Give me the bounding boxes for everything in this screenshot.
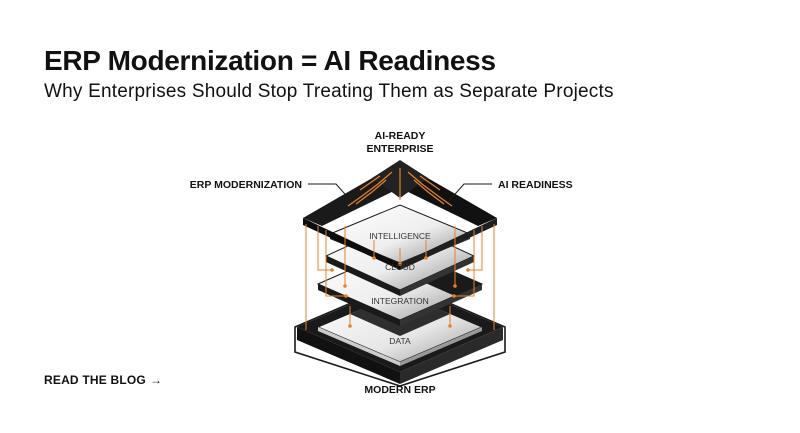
layer-label-data: DATA	[389, 336, 411, 346]
data-slab-edge-left	[318, 327, 400, 366]
roof-eave-right	[400, 218, 497, 270]
roof-eave-left	[303, 218, 400, 270]
layer-label-intelligence: INTELLIGENCE	[369, 231, 431, 241]
roof-circuit-traces	[347, 168, 453, 207]
erp-modernization-label: ERP MODERNIZATION	[190, 179, 302, 191]
base-front-right	[400, 327, 503, 384]
page-subtitle: Why Enterprises Should Stop Treating The…	[44, 81, 614, 102]
connector-dots	[330, 256, 470, 328]
layer-label-integration: INTEGRATION	[371, 296, 428, 306]
read-the-blog-label: READ THE BLOG	[44, 373, 146, 387]
bottom-label: MODERN ERP	[364, 384, 435, 396]
base-front-left	[297, 327, 400, 384]
ai-readiness-label: AI READINESS	[498, 179, 573, 191]
page-title: ERP Modernization = AI Readiness	[44, 45, 496, 76]
top-label-line2: ENTERPRISE	[366, 143, 433, 155]
erp-modernization-leader	[308, 183, 353, 203]
integration-edge-right	[400, 284, 482, 326]
read-the-blog-link[interactable]: READ THE BLOG→	[44, 372, 162, 388]
data-slab-edge-right	[400, 327, 482, 366]
ai-readiness-leader	[447, 183, 492, 203]
base-layer	[294, 281, 506, 387]
integration-edge-left	[318, 284, 400, 326]
arrow-right-icon: →	[149, 373, 163, 387]
top-label-line1: AI-READY	[375, 130, 426, 142]
roof	[303, 160, 497, 270]
connector-lines	[305, 224, 495, 330]
layer-label-cloud: CLOUD	[385, 262, 415, 272]
